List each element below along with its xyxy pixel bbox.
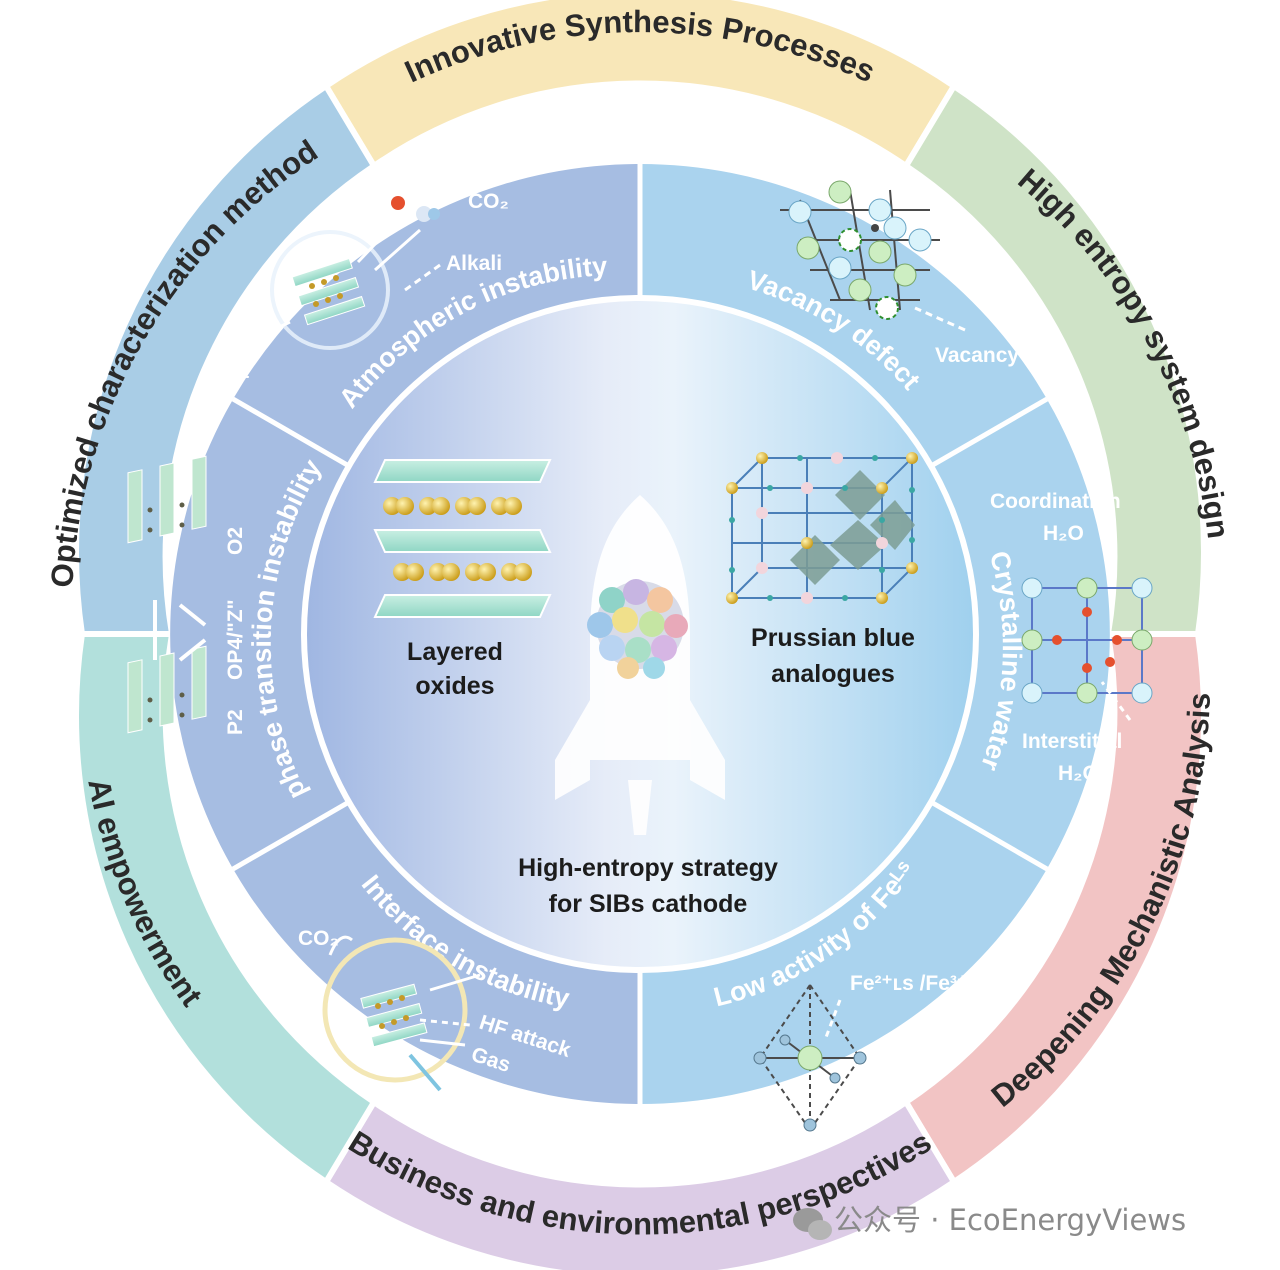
atmospheric-co2: CO₂ — [468, 190, 509, 213]
atmospheric-na: Na — [222, 360, 249, 383]
phase-op4: OP4/"Z" — [224, 599, 247, 680]
wechat-icon — [793, 1208, 832, 1240]
watermark: 公众号 · EcoEnergyViews — [793, 1203, 1186, 1240]
sector-optimized[interactable] — [73, 81, 379, 637]
prussian-blue-illustration — [726, 452, 918, 604]
phase-p2: P2 — [224, 709, 247, 735]
atmospheric-alkali: Alkali — [446, 252, 502, 275]
interface-tm: TM — [444, 1081, 480, 1112]
layered-oxides-illustration — [373, 459, 552, 618]
atmospheric-h2o: H₂O — [440, 162, 481, 185]
low-activity-illustration: Fe²⁺ʟs /Fe³⁺ʟs — [753, 972, 989, 1132]
vacancy-label: Vacancy — [935, 344, 1019, 367]
crystalline-interstitial-h2o: H₂O — [1058, 762, 1099, 785]
layered-oxides-line2: oxides — [415, 672, 494, 700]
middle-dividers — [231, 164, 1049, 1104]
crystalline-coordination-h2o: H₂O — [1043, 522, 1084, 545]
phase-o2: O2 — [224, 527, 247, 555]
vacancy-illustration: Vacancy — [780, 168, 1019, 367]
low-activity-label: Fe²⁺ʟs /Fe³⁺ʟs — [850, 972, 989, 995]
watermark-text: 公众号 · EcoEnergyViews — [834, 1203, 1186, 1237]
crystalline-illustration: Coordination H₂O Interstitial H₂O — [990, 490, 1153, 785]
high-entropy-cluster-icon — [587, 579, 688, 679]
prussian-blue-line2: analogues — [771, 660, 895, 688]
strategy-line2: for SIBs cathode — [549, 890, 748, 918]
atmospheric-illustration: H₂O CO₂ Alkali Na — [222, 162, 509, 383]
prussian-blue-line1: Prussian blue — [751, 624, 915, 652]
strategy-line1: High-entropy strategy — [518, 854, 778, 882]
crystalline-interstitial: Interstitial — [1022, 730, 1122, 753]
crystalline-coordination: Coordination — [990, 490, 1121, 513]
phase-illustration: P2 OP4/"Z" O2 — [127, 455, 247, 735]
layered-oxides-line1: Layered — [407, 638, 503, 666]
interface-co2: CO₂ — [298, 927, 339, 950]
